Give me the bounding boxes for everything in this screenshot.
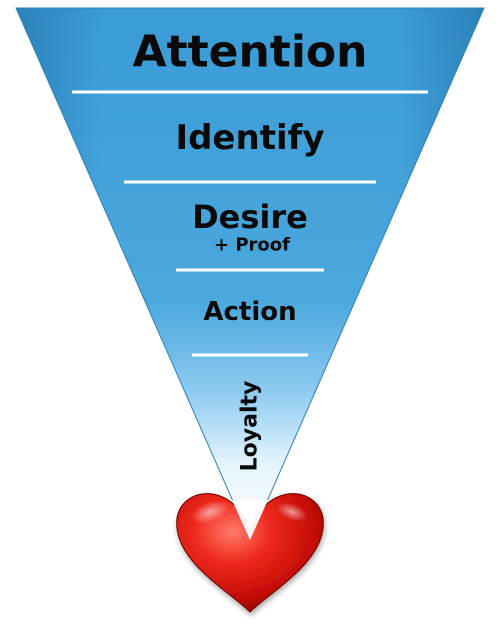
funnel-outline <box>15 7 485 542</box>
stage-label-attention: Attention <box>133 27 368 78</box>
stage-label-desire: Desire <box>192 198 308 236</box>
stage-sublabel-proof: + Proof <box>214 235 290 256</box>
stage-label-action: Action <box>203 297 296 327</box>
funnel-edge-shade <box>16 8 484 540</box>
stage-label-identify: Identify <box>175 118 324 158</box>
funnel-tip <box>232 500 268 540</box>
stage-label-loyalty: Loyalty <box>238 381 263 472</box>
